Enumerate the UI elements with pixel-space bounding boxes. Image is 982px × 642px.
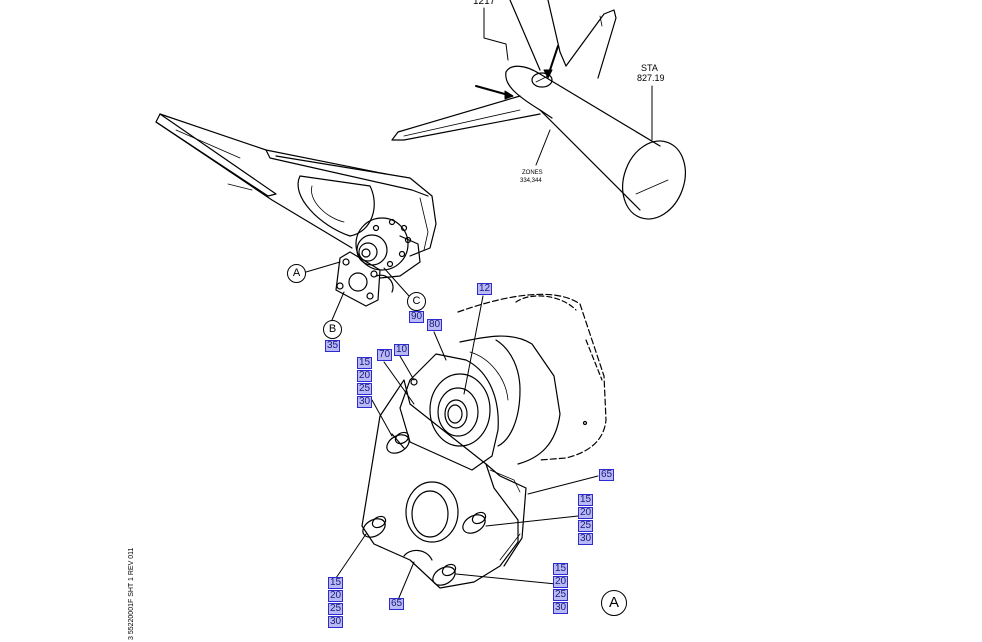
callout-item[interactable]: 20 — [578, 507, 594, 519]
callout-item[interactable]: 25 — [357, 383, 373, 395]
stud-upper-left — [386, 431, 410, 454]
callout-item-70[interactable]: 70 — [377, 349, 393, 361]
callout-item[interactable]: 20 — [328, 590, 344, 602]
station-label: STA — [641, 63, 658, 73]
callout-item[interactable]: 25 — [578, 520, 594, 532]
callout-stack-left-lower: 15 20 25 30 — [328, 577, 344, 628]
callout-stack-right-lower: 15 20 25 30 — [553, 563, 569, 614]
callout-item-90[interactable]: 90 — [409, 311, 425, 323]
callout-item[interactable]: 25 — [328, 603, 344, 615]
callout-item[interactable]: 30 — [328, 616, 344, 628]
zones-value: 334,344 — [520, 178, 542, 184]
callout-item[interactable]: 15 — [328, 577, 344, 589]
detail-circle-b[interactable]: B — [323, 320, 342, 339]
callout-item-65-right[interactable]: 65 — [599, 469, 615, 481]
callout-item[interactable]: 30 — [357, 396, 373, 408]
callout-stack-right-upper: 15 20 25 30 — [578, 494, 594, 545]
callout-item-12[interactable]: 12 — [477, 283, 493, 295]
callout-item[interactable]: 25 — [553, 589, 569, 601]
station-value: 827.19 — [637, 73, 665, 83]
zones-label: ZONES — [522, 170, 543, 176]
callout-item[interactable]: 15 — [357, 357, 373, 369]
callout-item[interactable]: 20 — [357, 370, 373, 382]
callout-item-65-bottom[interactable]: 65 — [389, 598, 405, 610]
callout-item-10[interactable]: 10 — [394, 344, 410, 356]
tail-locator-view — [391, 0, 686, 220]
callout-item[interactable]: 15 — [553, 563, 569, 575]
callout-item[interactable]: 15 — [578, 494, 594, 506]
stud-lower-left — [362, 515, 387, 538]
callout-item[interactable]: 20 — [553, 576, 569, 588]
stud-bottom — [432, 563, 457, 586]
sheet-reference: 3 55220001F SHT 1 REV 011 — [128, 547, 135, 640]
detail-circle-a[interactable]: A — [287, 264, 306, 283]
callout-item[interactable]: 30 — [578, 533, 594, 545]
actuator-arm-view — [155, 113, 437, 321]
callout-item[interactable]: 30 — [553, 602, 569, 614]
callout-item-80[interactable]: 80 — [427, 319, 443, 331]
stud-right — [462, 511, 487, 534]
top-reference-label: 1217 — [473, 0, 496, 7]
detail-circle-c[interactable]: C — [407, 292, 426, 311]
callout-item-35[interactable]: 35 — [325, 340, 341, 352]
detail-a-title: A — [601, 590, 627, 616]
callout-stack-left-upper: 15 20 25 30 — [357, 357, 373, 408]
actuator-detail-view — [335, 293, 607, 601]
